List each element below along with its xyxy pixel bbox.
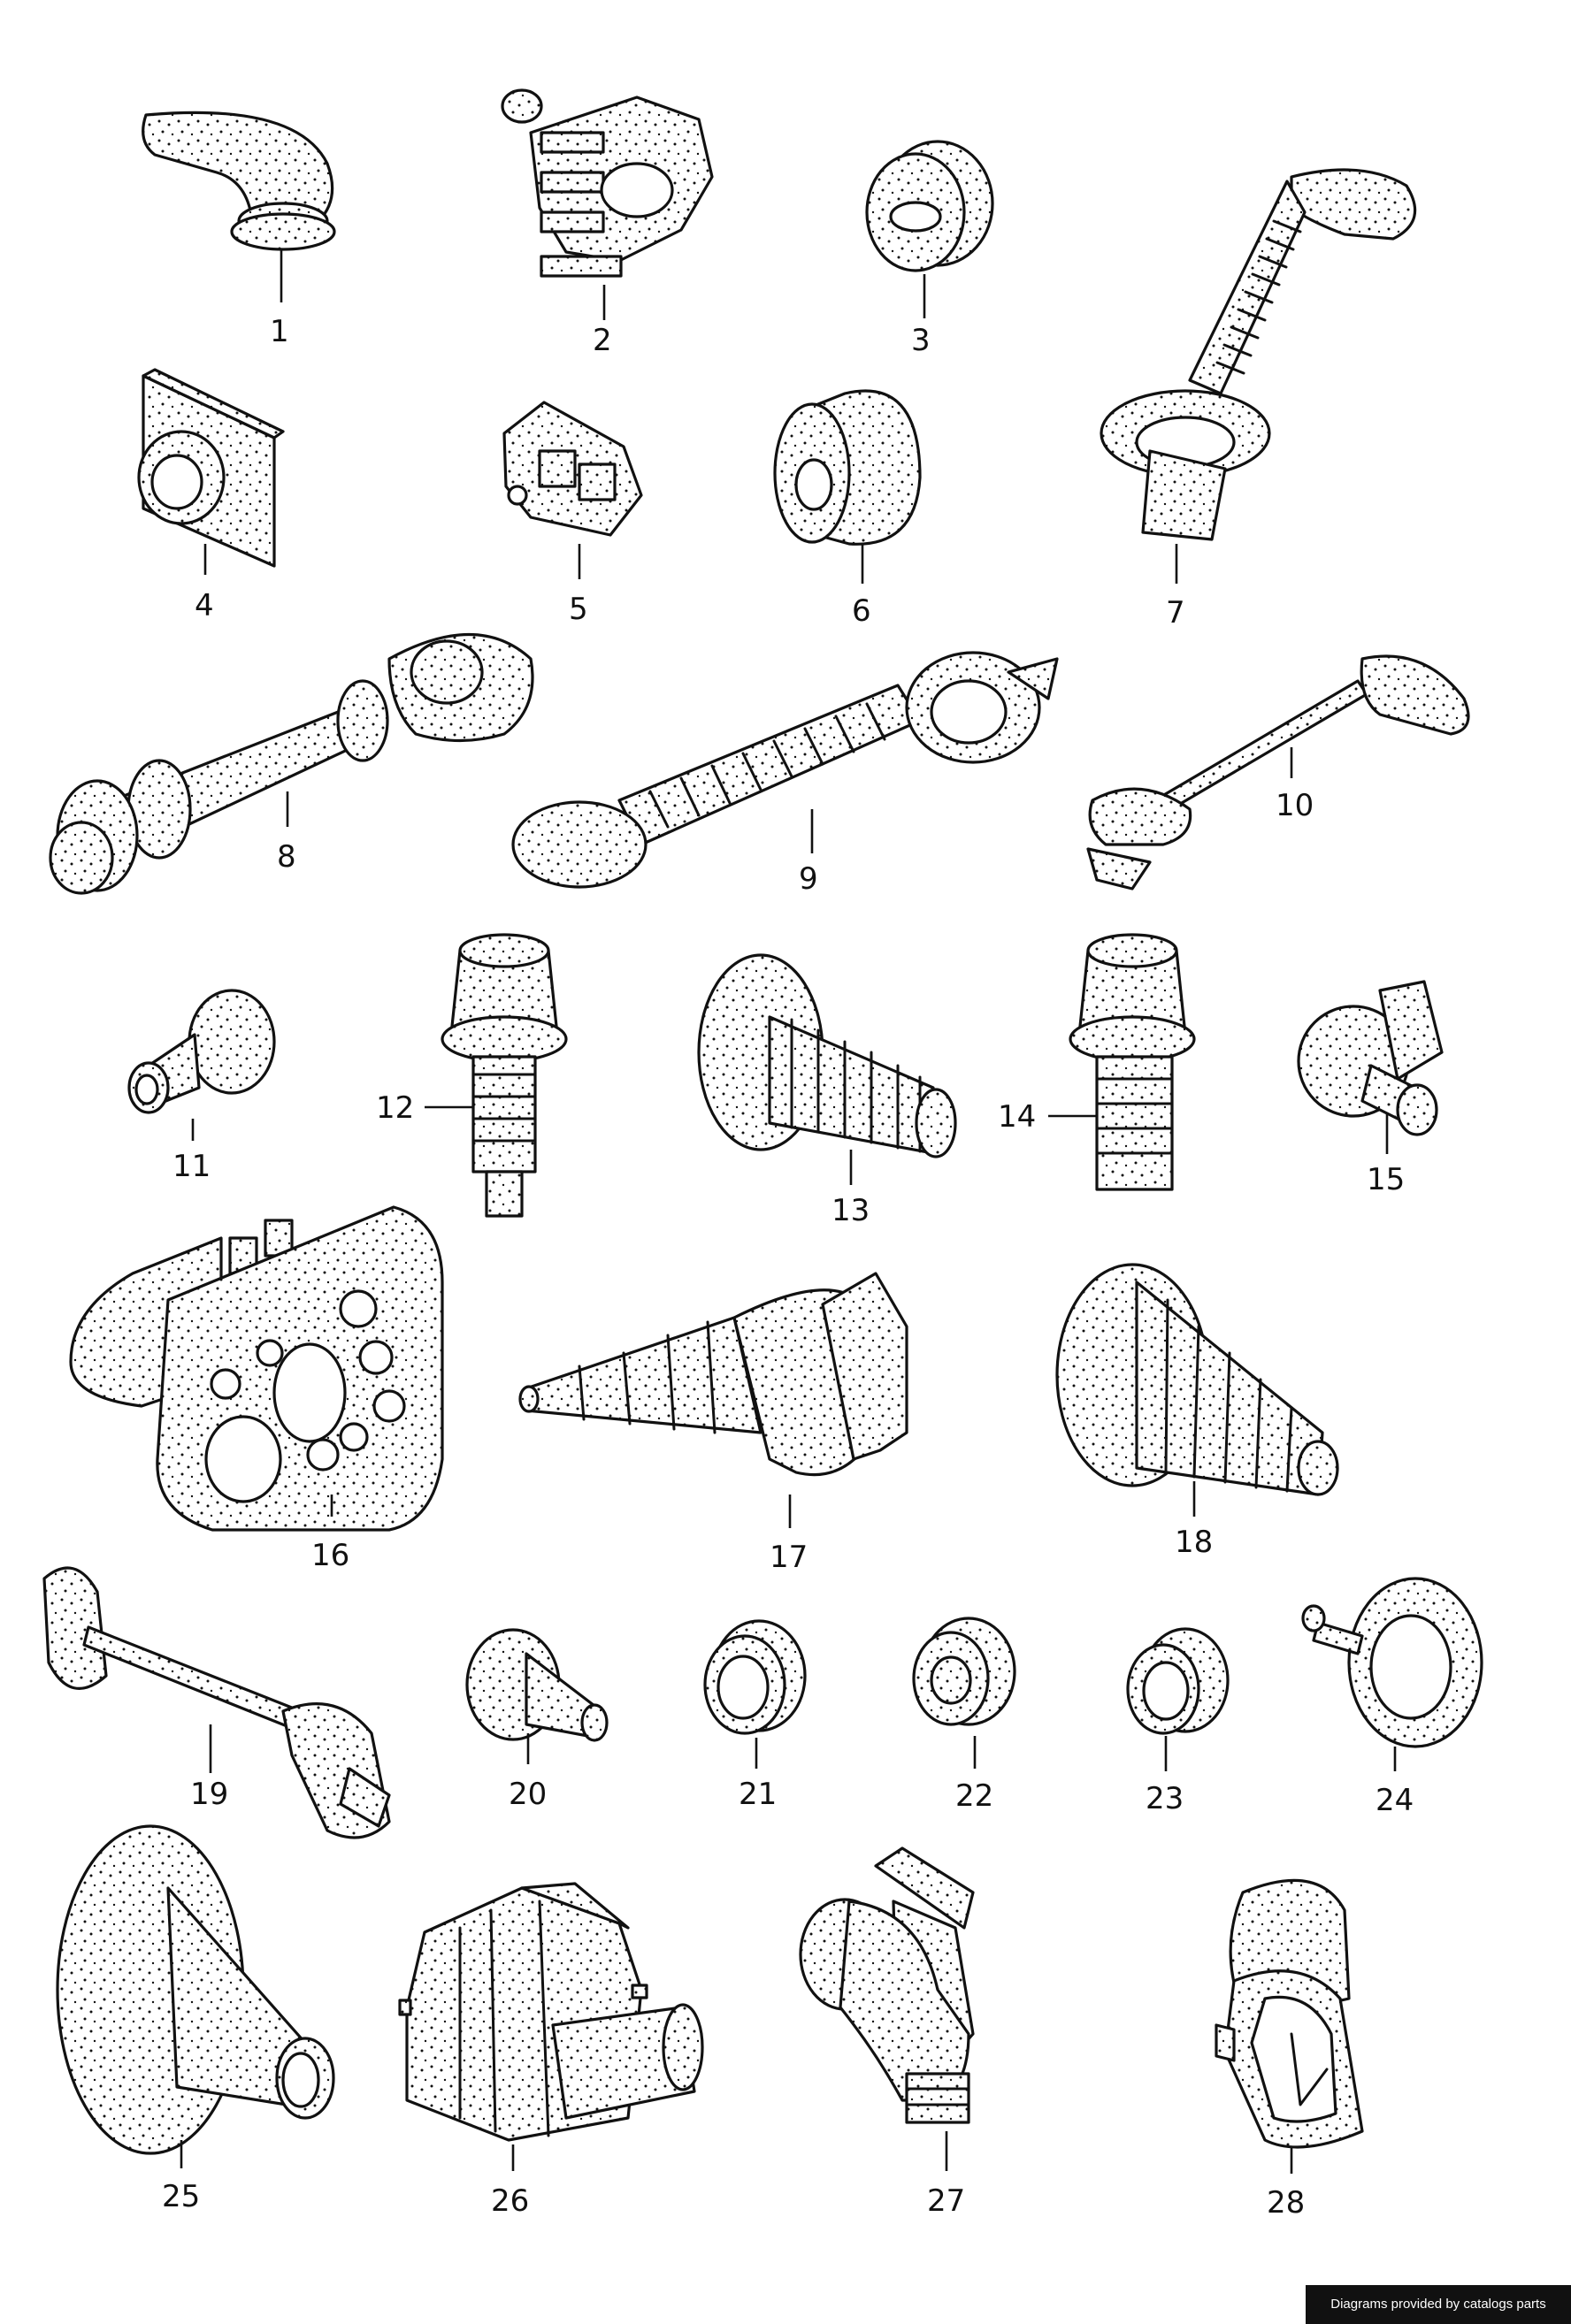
label-part-21: 21 [739,1777,777,1812]
part-8-tube-boot: 8 [49,632,534,895]
label-part-1: 1 [270,314,289,349]
part-25-large-cone-grommet: 25 [56,1824,335,2214]
label-part-13: 13 [831,1193,870,1228]
part-9-corrugated-boot: 9 [511,651,1059,897]
part-24-flange-stub: 24 [1301,1577,1483,1818]
label-part-16: 16 [311,1538,349,1573]
label-part-24: 24 [1376,1783,1414,1818]
part-26-box-grommet: 26 [398,1882,704,2219]
label-part-19: 19 [190,1777,228,1812]
label-part-6: 6 [852,593,871,629]
part-10-rod-fittings: 10 [1086,654,1470,891]
part-20-cone-grommet: 20 [465,1628,609,1812]
part-7-corrugated-hose: 7 [1100,168,1417,631]
part-1-elbow-grommet: 1 [142,111,336,349]
label-part-9: 9 [799,861,818,897]
credit-banner: Diagrams provided by catalogs parts [1306,2285,1571,2324]
label-part-28: 28 [1267,2185,1305,2221]
part-11-flanged-grommet: 11 [127,989,276,1184]
part-19-rod-grommets: 19 [42,1566,391,1839]
label-part-17: 17 [770,1540,808,1575]
label-part-8: 8 [277,839,296,875]
part-3-round-grommet: 3 [865,140,994,358]
part-6-oval-grommet: 6 [773,389,922,629]
part-17-cone-boot: 17 [518,1272,908,1575]
label-part-27: 27 [927,2183,965,2219]
part-16-multi-hole-plate: 16 [69,1205,444,1573]
part-27-elbow-boot: 27 [799,1846,975,2219]
label-part-11: 11 [172,1149,211,1184]
label-part-3: 3 [911,323,931,358]
part-4-plate-grommet: 4 [137,368,285,623]
part-18-stepped-cone-boot: 18 [1055,1263,1339,1560]
label-part-4: 4 [195,588,214,623]
part-15-angled-grommet: 15 [1297,980,1444,1197]
label-part-20: 20 [509,1777,547,1812]
part-22-cap-grommet: 22 [912,1617,1016,1814]
label-part-5: 5 [569,592,588,627]
label-part-18: 18 [1175,1525,1213,1560]
label-part-2: 2 [593,323,612,358]
part-23-double-ring-grommet: 23 [1126,1627,1230,1816]
label-part-15: 15 [1367,1162,1405,1197]
label-part-26: 26 [491,2183,529,2219]
label-part-22: 22 [955,1778,993,1814]
part-28-cup-grommet: 28 [1215,1878,1364,2221]
label-part-12: 12 [376,1090,414,1126]
label-part-7: 7 [1166,595,1185,631]
label-part-25: 25 [162,2179,200,2214]
part-21-ring-grommet: 21 [703,1619,807,1812]
part-14-ribbed-plug: 14 [998,933,1196,1191]
part-13-bellows-grommet: 13 [697,953,957,1228]
part-2-bracket-grommet: 2 [501,88,714,358]
part-12-ribbed-plug: 12 [376,933,568,1218]
label-part-23: 23 [1146,1781,1184,1816]
part-5-clip-grommet: 5 [502,401,643,627]
label-part-14: 14 [998,1099,1036,1135]
label-part-10: 10 [1276,788,1314,823]
